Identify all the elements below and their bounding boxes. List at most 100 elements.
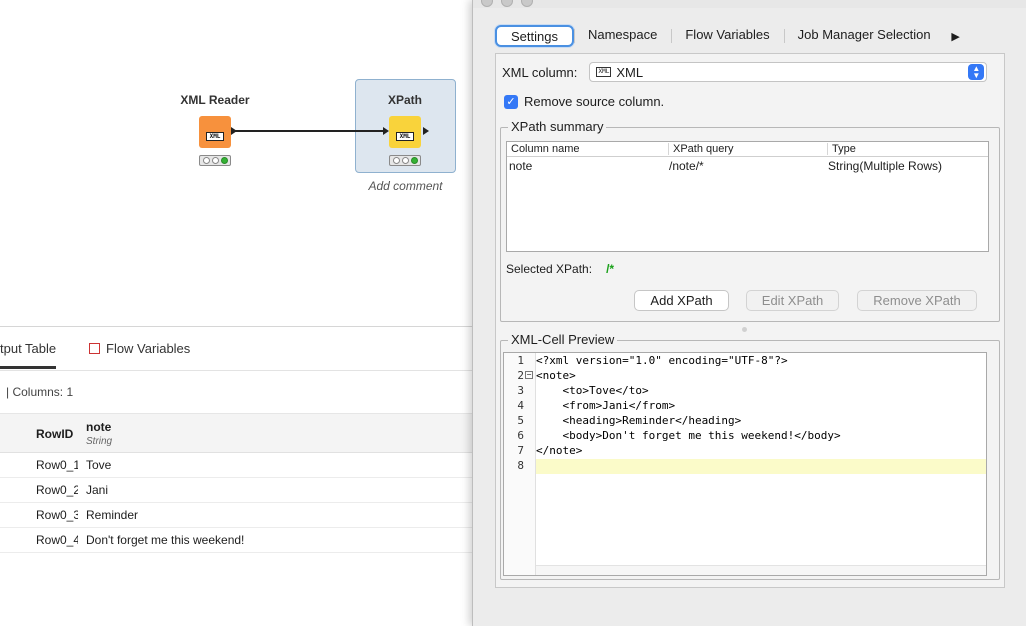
tab-flow-variables-label: Flow Variables [106,341,191,356]
header-note-type: String [86,436,113,447]
tab-settings[interactable]: Settings [495,25,574,47]
code-line: 5 <heading>Reminder</heading> [504,414,986,429]
remove-source-row: ✓ Remove source column. [504,94,664,109]
xpath-summary-group: XPath summary Column name XPath query Ty… [500,119,1000,322]
line-number: 6 [517,429,524,442]
xml-cell-preview-title: XML-Cell Preview [508,332,618,347]
code-line: 2 − <note> [504,369,986,384]
zoom-window-icon[interactable] [521,0,533,7]
line-number: 1 [517,354,524,367]
summary-cell-column: note [509,159,533,173]
dialog-tabbar: Settings Namespace Flow Variables Job Ma… [495,25,1005,47]
header-note[interactable]: note [86,420,112,434]
xml-column-label: XML column: [502,64,578,80]
tab-output-table[interactable]: tput Table [0,341,57,369]
output-port-icon[interactable] [423,127,429,135]
xml-glyph: XML [206,132,224,141]
node-title-xpath: XPath [387,93,422,107]
remove-xpath-button[interactable]: Remove XPath [857,290,977,311]
row-value: Reminder [86,508,139,522]
chevron-updown-icon[interactable]: ▲▼ [968,64,985,80]
minimize-window-icon[interactable] [501,0,513,7]
code-line: 7 </note> [504,444,986,459]
xpath-icon[interactable]: XML [389,116,421,148]
tab-flow-variables[interactable]: Flow Variables [89,341,190,356]
row-value: Don't forget me this weekend! [86,533,245,547]
editor-horizontal-scrollbar[interactable] [536,565,986,575]
row-id: Row0_4 [36,533,78,547]
remove-source-label[interactable]: Remove source column. [524,94,665,109]
xml-preview-editor[interactable]: 1 <?xml version="1.0" encoding="UTF-8"?>… [503,352,987,576]
input-port-icon[interactable] [383,127,389,135]
code-line: 6 <body>Don't forget me this weekend!</b… [504,429,986,444]
row-id: Row0_3 [36,508,78,522]
table-row[interactable]: Row0_3 Reminder [0,503,472,528]
output-tabs: tput Table Flow Variables [0,327,472,371]
code-text: <heading>Reminder</heading> [536,414,742,427]
output-panel: tput Table Flow Variables | Columns: 1 R… [0,326,472,626]
table-row[interactable]: Row0_2 Jani [0,478,472,503]
tab-namespace[interactable]: Namespace [573,25,671,47]
add-comment-label[interactable]: Add comment [368,179,443,193]
line-number: 8 [517,459,524,472]
xml-column-value: XML [616,64,644,80]
tab-job-manager-selection[interactable]: Job Manager Selection [783,25,945,47]
xml-column-row: XML column: XML XML ▲▼ [502,62,988,82]
selected-xpath-row: Selected XPath: /* [506,262,614,276]
code-text: <note> [536,369,576,382]
fold-toggle-icon[interactable]: − [525,370,533,379]
dialog-titlebar[interactable] [473,0,1026,8]
settings-panel: XML column: XML XML ▲▼ ✓ Remove source c… [495,53,1005,588]
table-meta: | Columns: 1 [6,385,74,399]
current-line-highlight [536,459,986,474]
header-column-name[interactable]: Column name [511,143,580,155]
node-connection [231,130,383,132]
node-status-lights [389,155,421,166]
table-row[interactable]: note /note/* String(Multiple Rows) [507,157,988,173]
close-window-icon[interactable] [481,0,493,7]
selected-xpath-value: /* [606,262,615,276]
row-value: Tove [86,458,112,472]
split-pane-handle[interactable] [742,327,747,332]
line-number: 2 [517,369,524,382]
line-number: 4 [517,399,524,412]
table-header: RowID note String [0,413,472,453]
row-id: Row0_2 [36,483,78,497]
code-text: <body>Don't forget me this weekend!</bod… [536,429,841,442]
add-xpath-button[interactable]: Add XPath [634,290,729,311]
line-number: 5 [517,414,524,427]
xpath-summary-table[interactable]: Column name XPath query Type note /note/… [506,141,989,252]
code-text: </note> [536,444,583,457]
header-rowid[interactable]: RowID [36,427,74,441]
node-title-xml-reader: XML Reader [180,93,250,107]
xml-reader-icon[interactable]: XML [199,116,231,148]
xpath-dialog: Settings Namespace Flow Variables Job Ma… [472,0,1026,626]
header-xpath-query[interactable]: XPath query [668,143,734,155]
summary-cell-query: /note/* [669,159,704,173]
tab-scroll-right-icon[interactable]: ▶ [951,30,960,43]
table-row[interactable]: Row0_4 Don't forget me this weekend! [0,528,472,553]
node-status-lights [199,155,231,166]
remove-source-checkbox[interactable]: ✓ [504,94,518,109]
row-value: Jani [86,483,109,497]
xpath-summary-title: XPath summary [508,119,607,134]
header-type[interactable]: Type [827,143,856,155]
workflow-canvas[interactable]: XML Reader XML XPath XML Add comment [0,0,472,326]
code-line-current: 8 [504,459,986,474]
xml-column-type-icon: XML [596,67,612,77]
summary-cell-type: String(Multiple Rows) [828,159,943,173]
xml-cell-preview-group: XML-Cell Preview [500,332,1000,580]
row-id: Row0_1 [36,458,78,472]
tab-flow-variables[interactable]: Flow Variables [671,25,783,47]
table-row[interactable]: Row0_1 Tove [0,453,472,478]
xml-column-select[interactable]: XML XML ▲▼ [589,62,988,82]
editor-gutter [504,353,536,575]
xml-glyph: XML [396,132,414,141]
line-number: 7 [517,444,524,457]
flow-variable-icon [89,343,100,354]
code-line: 1 <?xml version="1.0" encoding="UTF-8"?> [504,354,986,369]
selected-xpath-label: Selected XPath: [506,262,593,276]
code-line: 3 <to>Tove</to> [504,384,986,399]
edit-xpath-button[interactable]: Edit XPath [746,290,839,311]
